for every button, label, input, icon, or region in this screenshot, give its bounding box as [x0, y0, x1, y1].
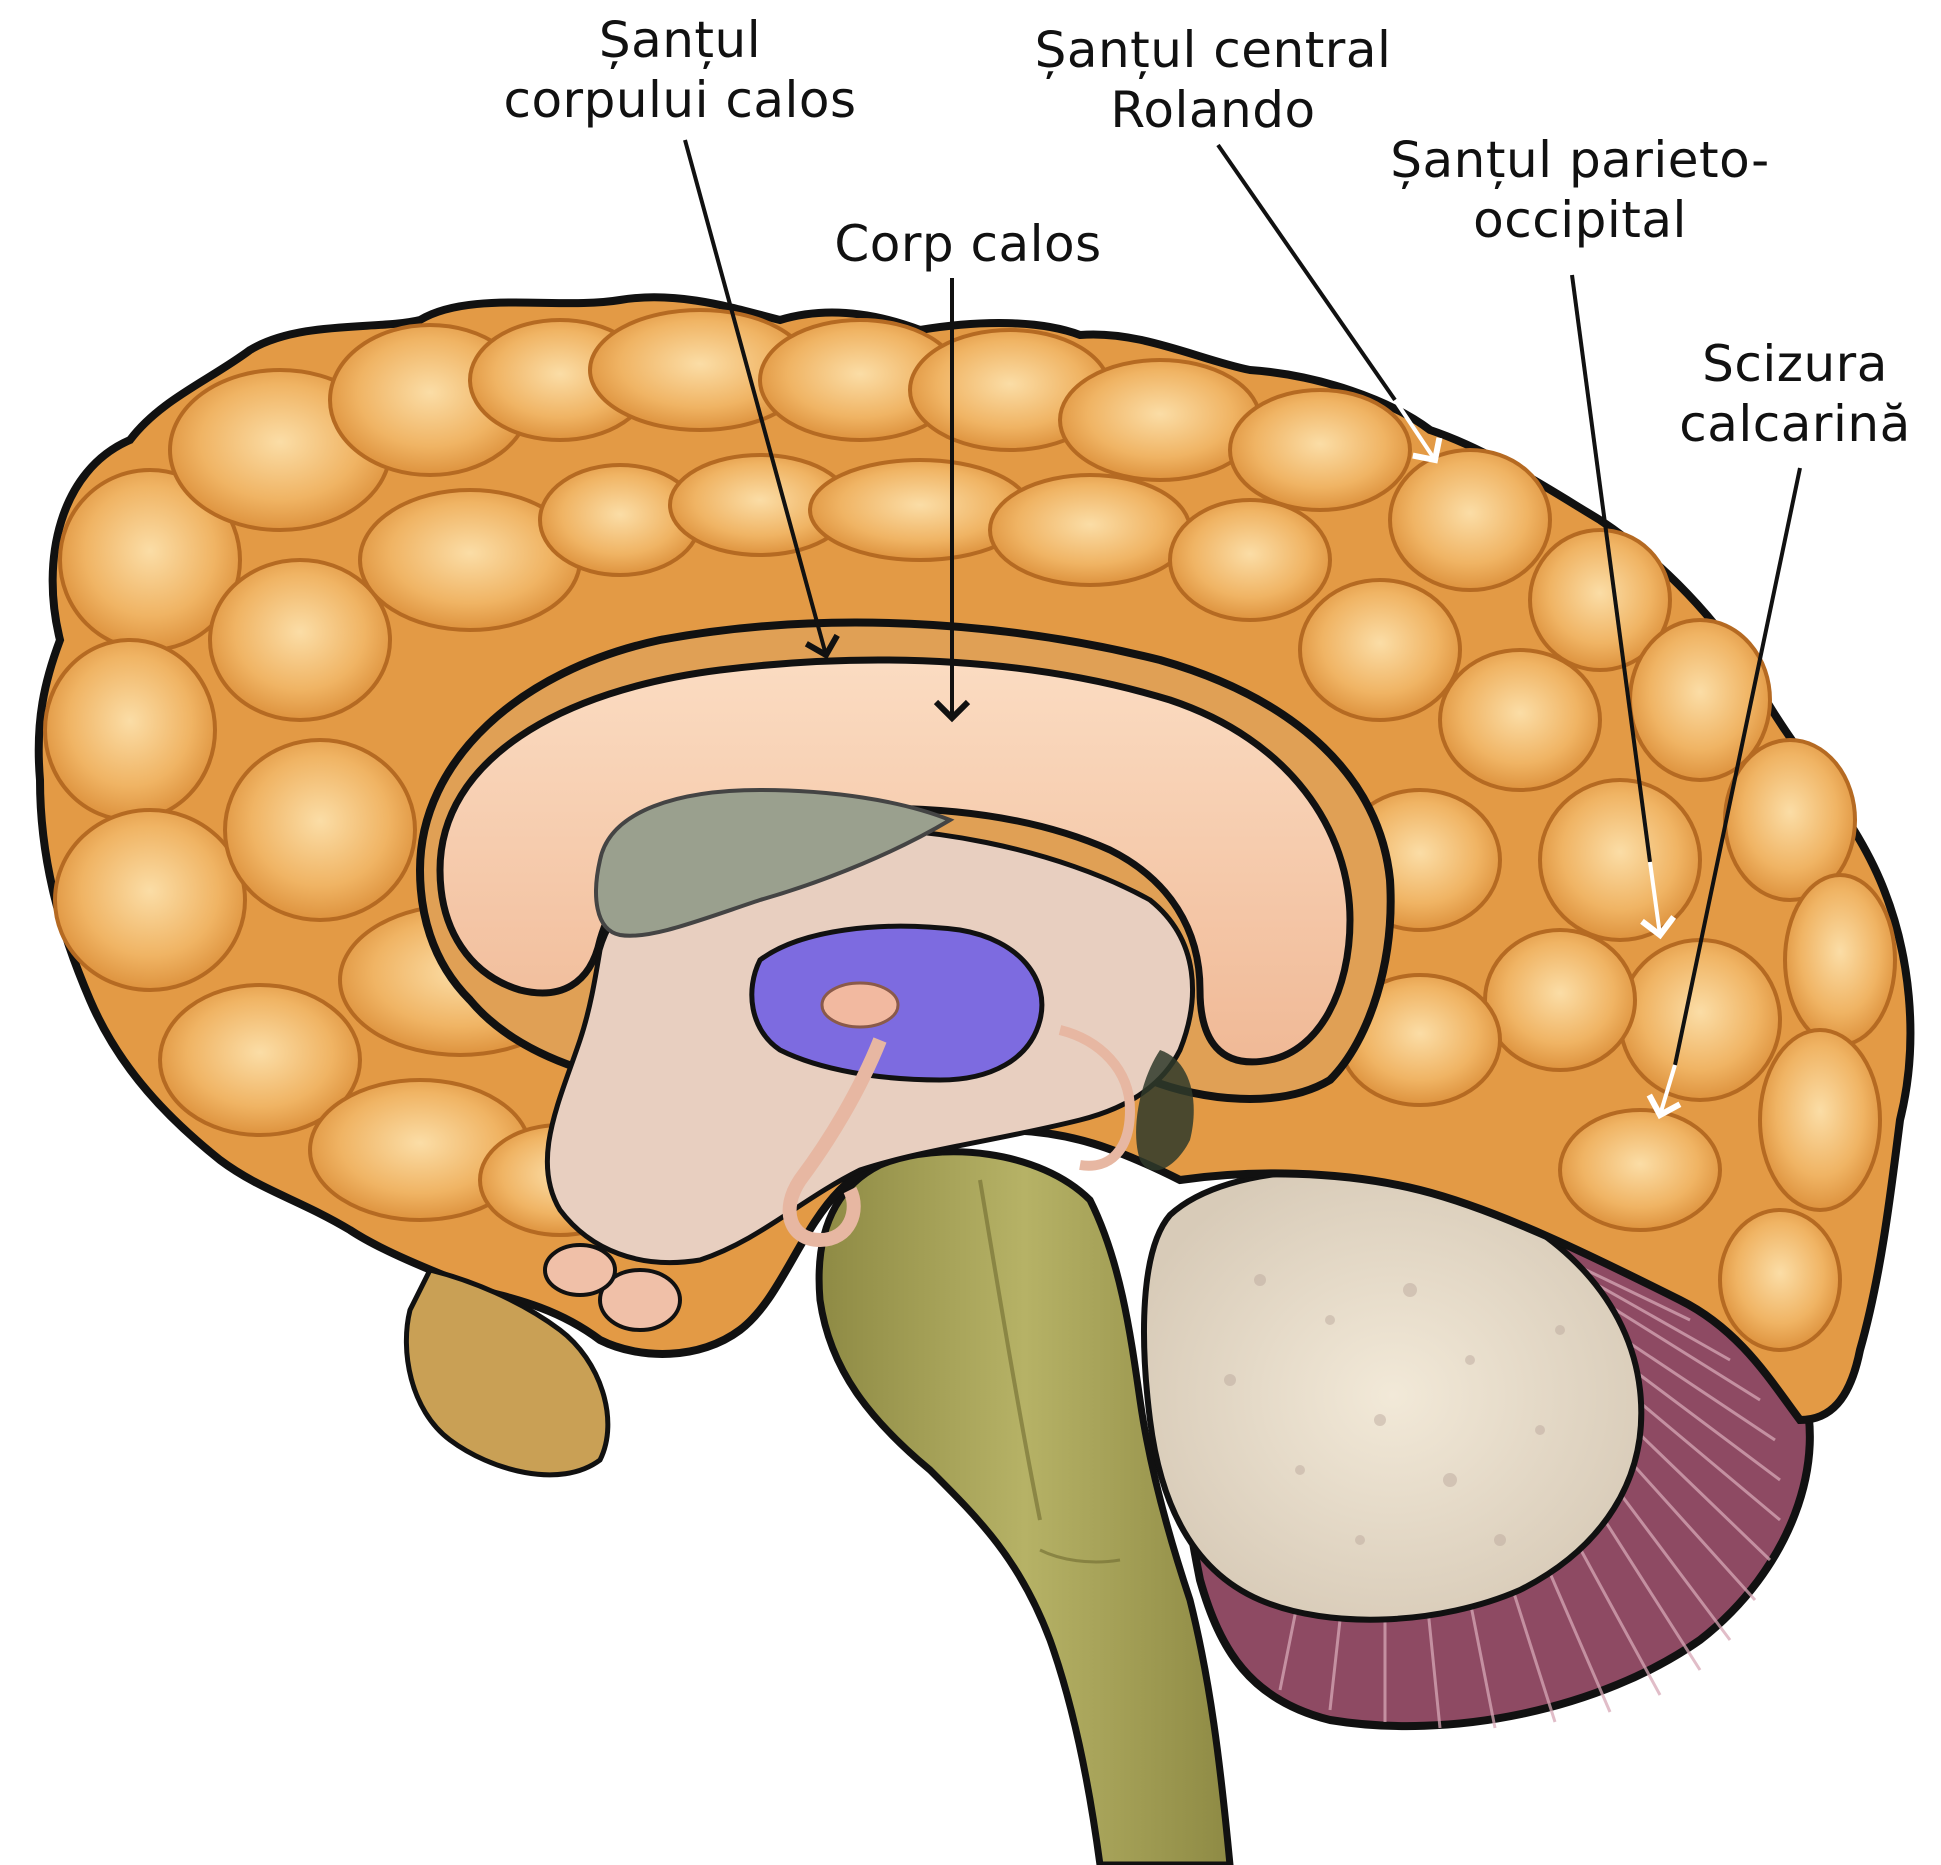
fornix — [543, 1025, 1136, 1332]
arrow-central-sulcus-dark — [1216, 143, 1397, 402]
arrow-parieto-occipital-dark — [1570, 274, 1652, 863]
label-corpus-callosum: Corp calos — [834, 214, 1101, 274]
label-central-sulcus: Șanțul central Rolando — [1035, 20, 1392, 140]
label-text: Rolando — [1110, 81, 1316, 139]
brainstem — [815, 1148, 1234, 1865]
label-text: occipital — [1473, 191, 1687, 249]
label-text: calcarină — [1679, 395, 1911, 453]
lateral-ventricle — [594, 787, 955, 938]
label-text: Șanțul central — [1034, 21, 1392, 79]
orbital-gyri — [403, 1267, 611, 1478]
label-calcarine-fissure: Scizura calcarină — [1679, 334, 1910, 454]
interthalamic-adhesion — [820, 981, 900, 1029]
pineal-region — [1136, 1050, 1194, 1171]
label-corpus-callosum-sulcus: Șanțul corpului calos — [503, 10, 856, 130]
arrow-parieto-occipital-light — [1640, 861, 1677, 940]
label-text: Scizura — [1702, 335, 1888, 393]
label-text: corpului calos — [503, 71, 857, 129]
arrow-calcarine-light — [1646, 1064, 1682, 1120]
arrow-central-sulcus-light — [1393, 398, 1443, 464]
label-text: Corp calos — [834, 215, 1102, 273]
arrow-calcarine-dark — [1673, 467, 1802, 1066]
label-text: Șanțul — [598, 11, 762, 69]
label-text: Șanțul parieto- — [1390, 131, 1770, 189]
label-parieto-occipital-sulcus: Șanțul parieto- occipital — [1390, 130, 1769, 250]
arrow-corpus-callosum-sulcus — [683, 139, 840, 660]
